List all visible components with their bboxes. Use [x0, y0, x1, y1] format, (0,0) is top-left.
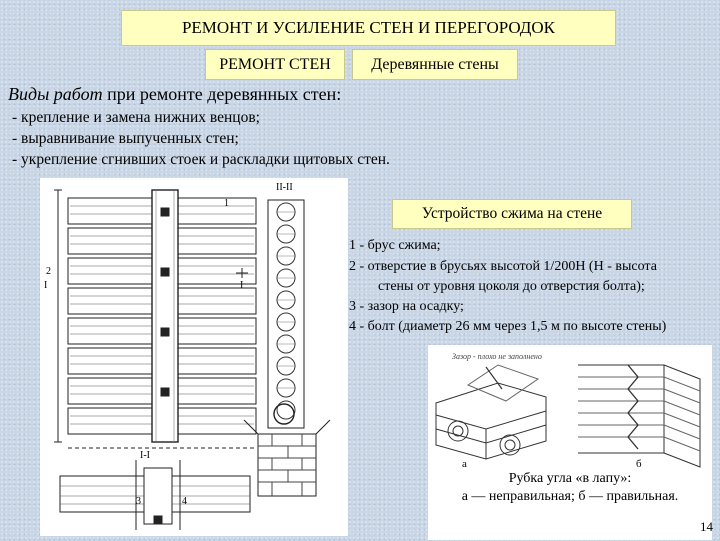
callout-4: 4 [182, 496, 187, 507]
legend-item: 4 - болт (диаметр 26 мм через 1,5 м по в… [349, 319, 667, 334]
wall-clamp-drawing-svg: II-II I I I-I 1 2 3 4 [44, 182, 331, 530]
section-label-i-right: I [240, 280, 243, 291]
foundation [243, 403, 331, 497]
device-heading: Устройство сжима на стене [392, 199, 632, 229]
work-item: - укрепление сгнивших стоек и раскладки … [12, 151, 390, 168]
legend-item: 2 - отверстие в брусьях высотой 1/200Н (… [349, 259, 657, 274]
work-item: - выравнивание выпученных стен; [12, 130, 239, 147]
corner-caption-line1: Рубка угла «в лапу»: [508, 471, 632, 486]
legend-item: 3 - зазор на осадку; [349, 299, 464, 314]
legend-item: 1 - брус сжима; [349, 238, 441, 253]
section-label-i-i: I-I [140, 450, 150, 461]
callout-1: 1 [224, 198, 229, 209]
clamp-beam [151, 189, 179, 443]
section-label: РЕМОНТ СТЕН [205, 49, 345, 80]
legend-item: стены от уровня цоколя до отверстия болт… [378, 279, 645, 294]
section-label-i-left: I [44, 280, 47, 291]
corner-notch-drawing: а б Зазор - плохо не заполнено [428, 345, 712, 540]
works-heading-italic: Виды работ [8, 84, 103, 104]
corner-handwritten-note: Зазор - плохо не заполнено [452, 352, 542, 361]
page-number: 14 [700, 519, 713, 534]
callout-2: 2 [46, 266, 51, 277]
corner-label-a: а [462, 458, 467, 470]
corner-variant-b [578, 364, 701, 468]
page-title: РЕМОНТ И УСИЛЕНИЕ СТЕН И ПЕРЕГОРОДОК [121, 10, 616, 46]
corner-caption: Рубка угла «в лапу»: а — неправильная; б… [428, 470, 712, 506]
corner-notch-drawing-svg: а б Зазор - плохо не заполнено [435, 352, 701, 470]
subsection-label: Деревянные стены [352, 49, 518, 80]
corner-variant-a [435, 364, 547, 460]
work-item: - крепление и замена нижних венцов; [12, 109, 260, 126]
callout-3: 3 [136, 496, 141, 507]
works-heading-rest: при ремонте деревянных стен: [102, 84, 342, 104]
wall-section [267, 199, 305, 429]
corner-caption-line2: а — неправильная; б — правильная. [461, 489, 679, 504]
bottom-plan [59, 460, 251, 530]
wall-clamp-drawing: II-II I I I-I 1 2 3 4 [40, 178, 348, 536]
section-label-ii: II-II [276, 182, 293, 193]
works-heading: Виды работ при ремонте деревянных стен: [8, 84, 341, 105]
corner-label-b: б [636, 458, 642, 470]
